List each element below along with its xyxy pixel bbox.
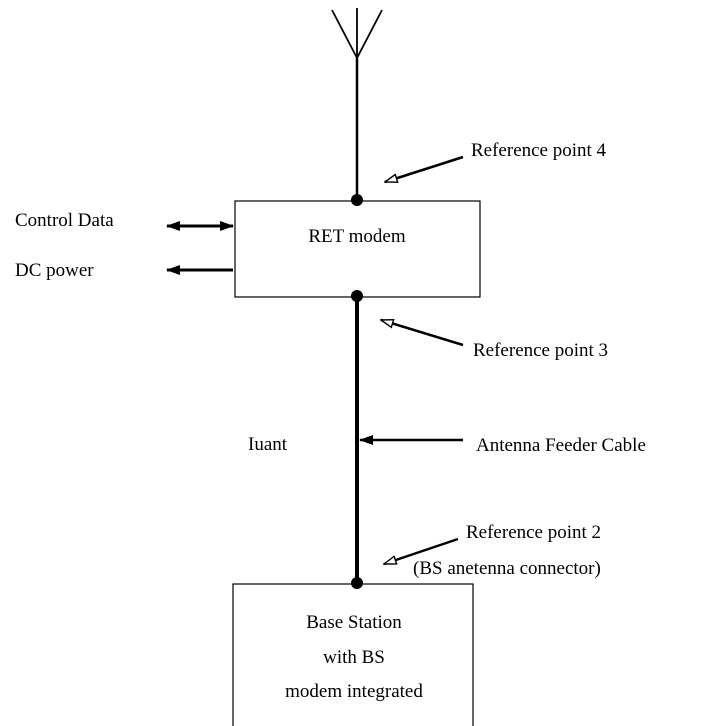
antenna-left-arm: [331, 9, 358, 59]
ret-modem-box: [234, 200, 481, 298]
base-station-box: [232, 583, 474, 726]
control-data-label: Control Data: [15, 210, 114, 231]
bs-antenna-connector-label: (BS anetenna connector): [413, 558, 601, 579]
base-station-label-line2: with BS: [323, 647, 385, 668]
reference-point-2-dot: [351, 577, 363, 589]
reference-point-2-arrow: [384, 537, 459, 566]
ret-modem-label: RET modem: [308, 226, 406, 247]
reference-point-4-dot: [351, 194, 363, 206]
reference-point-4-label: Reference point 4: [471, 140, 607, 161]
dc-power-label: DC power: [15, 260, 94, 281]
base-station-label-line1: Base Station: [306, 612, 402, 633]
reference-point-4-arrow: [385, 155, 464, 184]
antenna-symbol: [331, 8, 383, 200]
antenna-feeder-cable-label: Antenna Feeder Cable: [476, 435, 646, 456]
iuant-label: Iuant: [248, 434, 288, 455]
reference-point-3-arrow: [381, 318, 464, 347]
reference-point-3-dot: [351, 290, 363, 302]
reference-point-2-label: Reference point 2: [466, 522, 601, 543]
base-station-label-line3: modem integrated: [285, 681, 423, 702]
antenna-right-arm: [356, 9, 383, 59]
reference-point-3-label: Reference point 3: [473, 340, 608, 361]
